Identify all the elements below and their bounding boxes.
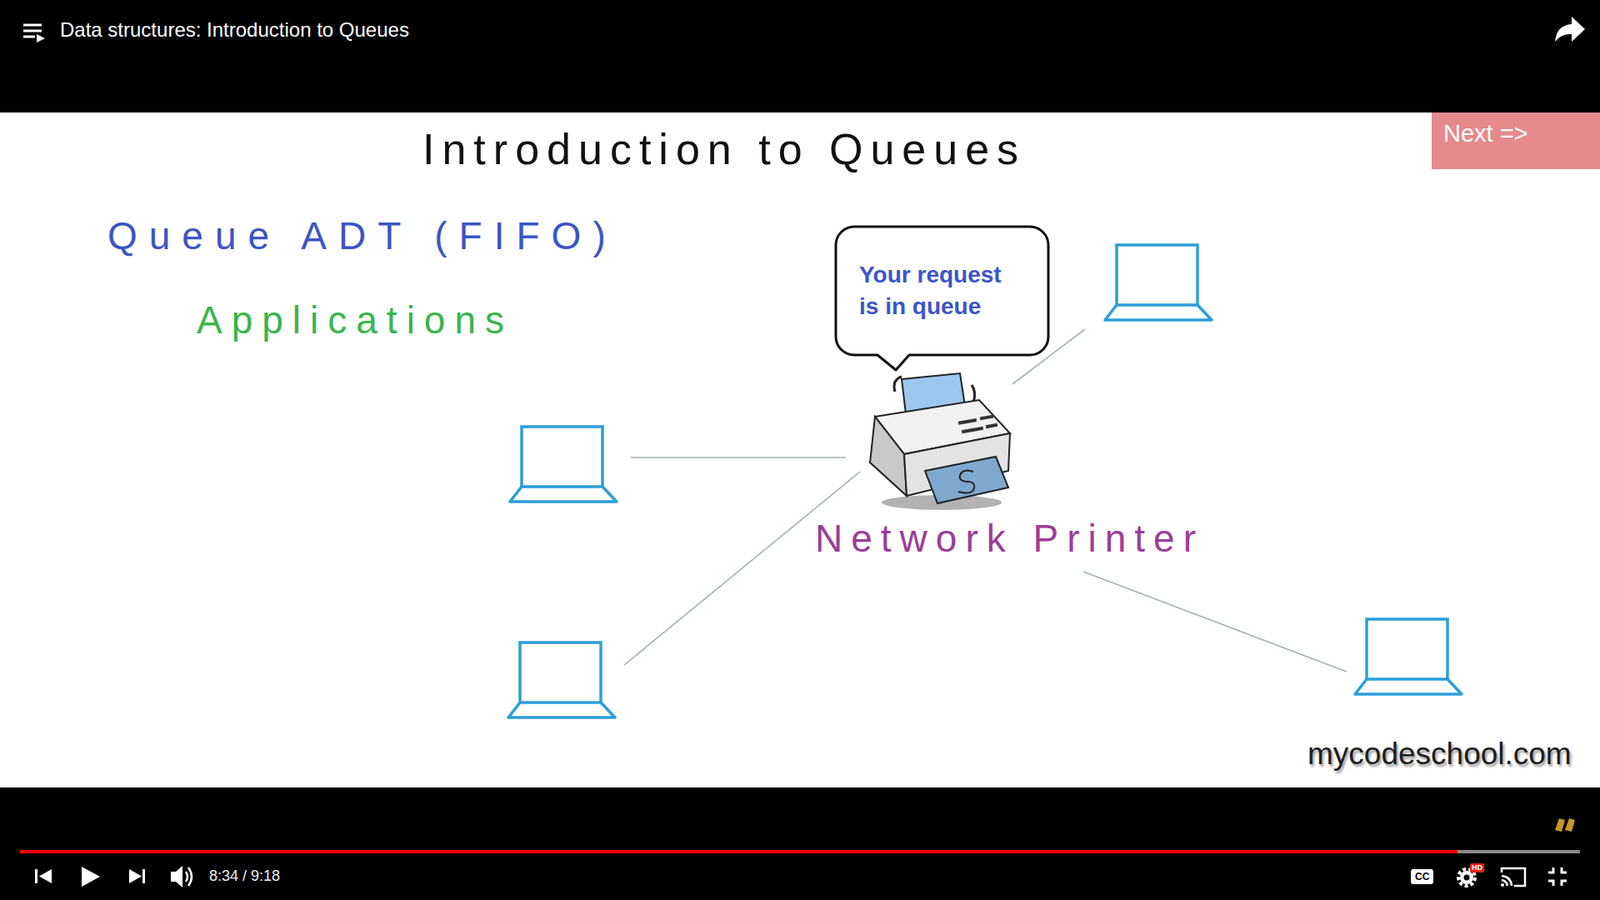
prev-icon <box>35 869 52 884</box>
progress-rest <box>1457 850 1580 854</box>
playlist-icon <box>23 25 45 43</box>
paper-holder <box>894 376 902 392</box>
icon-triangle <box>36 34 45 43</box>
laptop-screen <box>1366 619 1448 680</box>
laptop-icon <box>1105 245 1212 320</box>
bubble-text: Your request is in queue <box>859 259 1018 323</box>
printer-label: Network Printer <box>815 516 1205 561</box>
topic-subheading: Applications <box>196 298 514 343</box>
gear-body <box>1460 870 1474 885</box>
speaker <box>170 865 183 888</box>
control-panel <box>961 426 984 434</box>
laptop-screen <box>1116 245 1198 305</box>
volume-icon <box>170 865 192 888</box>
progress-played <box>20 850 1458 854</box>
slide-title: Introduction to Queues <box>422 125 1026 175</box>
corner <box>1548 867 1554 873</box>
corner <box>1548 880 1554 886</box>
control-panel <box>980 415 994 421</box>
printer-illustration <box>870 373 1010 510</box>
next-icon <box>129 869 145 884</box>
cast-frame <box>1501 868 1525 886</box>
tray-paper <box>958 470 975 494</box>
sound-wave <box>188 867 192 886</box>
icon-triangle <box>39 869 52 884</box>
channel-watermark <box>1555 818 1575 832</box>
corner <box>1561 867 1567 873</box>
corner <box>1561 880 1567 886</box>
watermark-shape <box>1555 818 1565 832</box>
watermark: mycodeschool.com <box>1307 736 1572 773</box>
icon-bar <box>142 869 145 884</box>
icon-line <box>23 30 42 33</box>
bubble-outline <box>835 226 1049 355</box>
output-tray <box>925 456 1009 504</box>
printer-node: Network Printer <box>815 516 1205 561</box>
fullscreen-icon <box>1548 867 1567 886</box>
laptop-base <box>1105 305 1212 320</box>
laptop-screen <box>521 426 603 487</box>
laptop-base <box>508 702 615 718</box>
speech-bubble: Your request is in queue <box>835 226 1049 355</box>
laptop-base <box>1355 679 1462 695</box>
time-display: 8:34 / 9:18 <box>209 867 280 885</box>
top-bar <box>0 0 1600 113</box>
laptop-base <box>510 486 617 502</box>
laptop-icon <box>510 426 617 502</box>
next-button: Next => <box>1431 112 1600 170</box>
control-panel <box>958 418 977 425</box>
icon-bar <box>35 869 38 884</box>
captions-button: CC <box>1410 869 1434 885</box>
laptop-icon <box>508 642 615 718</box>
cast-dot <box>1500 883 1505 887</box>
printer-side <box>870 416 907 496</box>
cast-wave <box>1501 875 1512 886</box>
network-wire <box>630 456 846 459</box>
cast-wave <box>1501 880 1508 886</box>
network-wire <box>1083 571 1347 672</box>
cast-icon <box>1500 868 1525 887</box>
video-title: Data structures: Introduction to Queues <box>60 18 410 42</box>
hd-badge: HD <box>1470 863 1485 873</box>
watermark-shape <box>1565 818 1575 832</box>
network-wire <box>624 471 860 665</box>
icon-triangle <box>129 869 142 884</box>
play-icon <box>81 866 100 887</box>
bubble-shape <box>835 226 1049 370</box>
laptop-screen <box>520 642 601 703</box>
icon-line <box>23 35 35 39</box>
control-panel <box>985 423 998 429</box>
laptop-icon <box>1355 619 1462 695</box>
topic-heading: Queue ADT (FIFO) <box>107 214 618 259</box>
share-icon <box>1555 16 1585 42</box>
gear-hole <box>1464 875 1470 881</box>
icon-line <box>23 24 42 27</box>
button-text: Next => <box>1443 119 1529 149</box>
bottom-bar <box>0 787 1600 900</box>
sound-wave <box>185 871 188 882</box>
